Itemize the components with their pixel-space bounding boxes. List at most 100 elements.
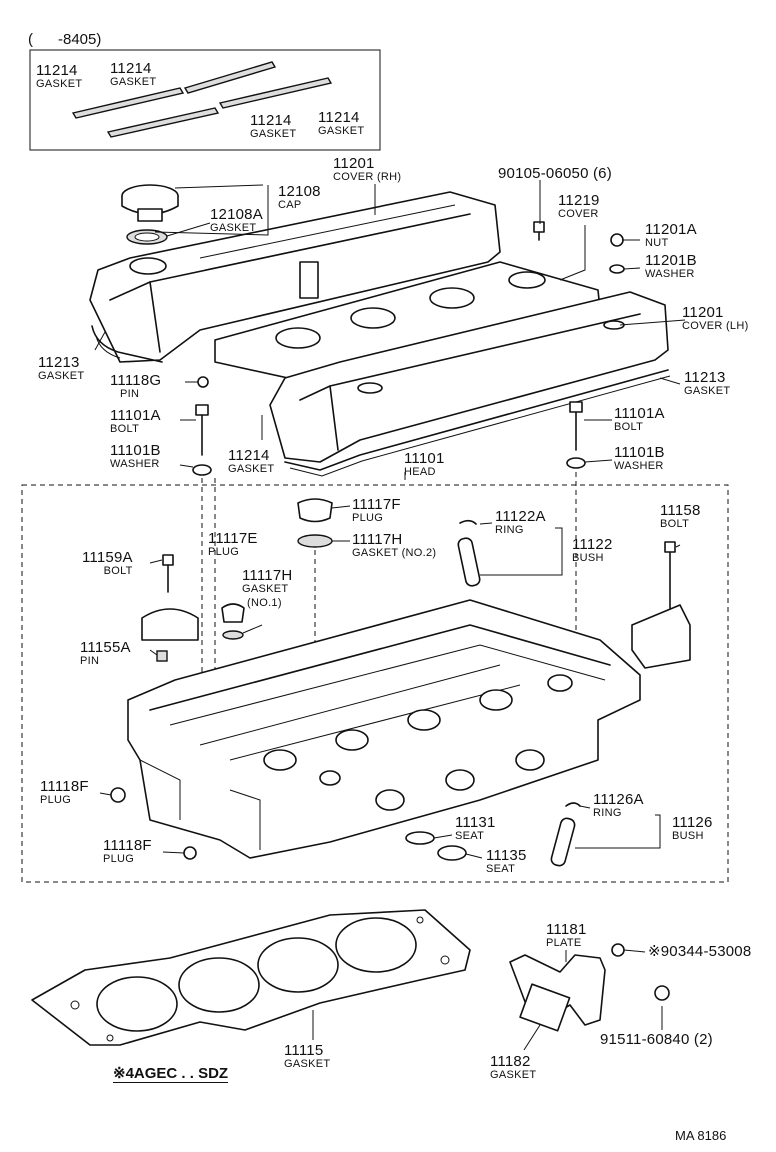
- part-callout[interactable]: ※90344-53008: [648, 944, 751, 959]
- part-number: 11101: [404, 450, 445, 467]
- part-name: PLATE: [546, 937, 582, 949]
- part-callout[interactable]: 11118G PIN: [110, 373, 161, 400]
- inset-frame: [29, 49, 381, 151]
- part-callout[interactable]: 11122 BUSH: [572, 537, 613, 564]
- plate-drawing: [509, 943, 670, 1032]
- part-callout[interactable]: 11118F PLUG: [103, 838, 152, 865]
- part-callout[interactable]: 11213 GASKET: [38, 355, 84, 382]
- part-number: 11214: [228, 447, 270, 464]
- part-callout[interactable]: 11181 PLATE: [546, 922, 587, 949]
- part-callout[interactable]: 11126A RING: [593, 792, 644, 819]
- part-name: PLUG: [352, 512, 384, 524]
- leader-lines: [94, 180, 686, 1051]
- part-number: 90105-06050 (6): [498, 165, 612, 182]
- part-number: 11117E: [208, 530, 258, 547]
- part-callout[interactable]: 11101B WASHER: [110, 443, 161, 470]
- part-number: 11117H: [352, 531, 403, 548]
- part-callout[interactable]: 90105-06050 (6): [498, 166, 612, 181]
- part-callout[interactable]: 11131 SEAT: [455, 815, 496, 842]
- part-number: 12108A: [210, 206, 263, 223]
- part-callout[interactable]: 12108 CAP: [278, 184, 321, 211]
- inset-gasket-strips: [71, 61, 333, 138]
- part-callout[interactable]: 11101 HEAD: [404, 451, 445, 478]
- part-name: GASKET: [228, 463, 275, 475]
- part-callout[interactable]: 11214 GASKET: [228, 448, 274, 475]
- part-number: 11201: [333, 155, 375, 172]
- part-name: GASKET: [318, 125, 365, 137]
- part-number: 11101A: [110, 407, 161, 424]
- part-callout[interactable]: 11101A BOLT: [110, 408, 161, 435]
- part-name: GASKET: [36, 78, 83, 90]
- part-number: 11122A: [495, 508, 546, 525]
- part-callout[interactable]: 11117H GASKET: [242, 568, 292, 595]
- part-name: GASKET: [284, 1058, 331, 1070]
- part-callout[interactable]: 11117F PLUG: [352, 497, 401, 524]
- part-callout[interactable]: 11219 COVER: [558, 193, 600, 220]
- part-number: 11219: [558, 192, 600, 209]
- oil-cap-drawing: [121, 184, 179, 245]
- part-name: GASKET: [38, 370, 85, 382]
- part-callout[interactable]: 11214 GASKET: [110, 61, 156, 88]
- part-number: 11158: [660, 502, 701, 519]
- part-callout[interactable]: 11214 GASKET: [250, 113, 296, 140]
- part-number: 11126A: [593, 791, 644, 808]
- part-callout[interactable]: 11213 GASKET: [684, 370, 730, 397]
- diagram-code: MA 8186: [675, 1128, 727, 1143]
- part-name: COVER (LH): [682, 320, 749, 332]
- part-callout[interactable]: 11126 BUSH: [672, 815, 713, 842]
- part-callout[interactable]: 11135 SEAT: [486, 848, 527, 875]
- part-number: 91511-60840 (2): [600, 1031, 713, 1048]
- part-name: BUSH: [672, 830, 704, 842]
- part-callout[interactable]: 11101B WASHER: [614, 445, 665, 472]
- center-cover-drawing: [214, 261, 601, 386]
- part-number: 11101A: [614, 405, 665, 422]
- part-name: GASKET: [110, 76, 157, 88]
- part-callout[interactable]: 11201 COVER (LH): [682, 305, 749, 332]
- part-number: 11201A: [645, 221, 697, 238]
- part-name: SEAT: [486, 863, 516, 875]
- part-callout[interactable]: 11122A RING: [495, 509, 546, 536]
- part-name: RING: [495, 524, 524, 536]
- part-number: 11117H: [242, 567, 293, 584]
- part-callout[interactable]: 11155A PIN: [80, 640, 131, 667]
- part-callout[interactable]: 11201A NUT: [645, 222, 697, 249]
- part-callout[interactable]: 11115 GASKET: [284, 1043, 330, 1070]
- part-number: 11118F: [40, 778, 89, 795]
- part-number: 11155A: [80, 639, 131, 656]
- part-name: COVER (RH): [333, 171, 402, 183]
- part-number: 11118G: [110, 372, 162, 389]
- part-name: GASKET: [210, 222, 257, 234]
- part-callout[interactable]: 11158 BOLT: [660, 503, 701, 530]
- head-gasket-drawing: [31, 909, 471, 1046]
- part-name: PIN: [80, 655, 100, 667]
- part-callout[interactable]: 11201B WASHER: [645, 253, 697, 280]
- part-number: 11159A: [82, 549, 133, 566]
- part-number: 11115: [284, 1042, 324, 1059]
- part-callout[interactable]: 11118F PLUG: [40, 779, 89, 806]
- part-number: 11213: [684, 369, 726, 386]
- part-number: ※90344-53008: [648, 943, 752, 960]
- valve-cover-rh-drawing: [89, 191, 501, 363]
- part-number: 11131: [455, 814, 496, 831]
- part-name: RING: [593, 807, 622, 819]
- part-callout[interactable]: 91511-60840 (2): [600, 1032, 713, 1047]
- part-callout[interactable]: 11214 GASKET: [318, 110, 364, 137]
- part-name: SEAT: [455, 830, 485, 842]
- part-callout[interactable]: 11159A BOLT: [82, 550, 133, 577]
- part-number: 11117F: [352, 496, 401, 513]
- part-callout[interactable]: 11117E PLUG: [208, 531, 258, 558]
- part-callout[interactable]: 11117H GASKET (NO.2): [352, 532, 436, 559]
- head-assembly-frame: [21, 484, 729, 883]
- part-callout[interactable]: 11182 GASKET: [490, 1054, 536, 1081]
- part-callout[interactable]: 11201 COVER (RH): [333, 156, 401, 183]
- part-name: GASKET: [250, 128, 297, 140]
- part-name: PIN: [120, 388, 140, 400]
- part-name: BOLT: [103, 565, 133, 577]
- production-range-label: ( -8405): [28, 31, 102, 48]
- part-name: BOLT: [660, 518, 690, 530]
- part-name: PLUG: [40, 794, 72, 806]
- part-callout[interactable]: 11101A BOLT: [614, 406, 665, 433]
- part-callout[interactable]: 11214 GASKET: [36, 63, 82, 90]
- part-number: 11214: [318, 109, 360, 126]
- part-callout[interactable]: 12108A GASKET: [210, 207, 263, 234]
